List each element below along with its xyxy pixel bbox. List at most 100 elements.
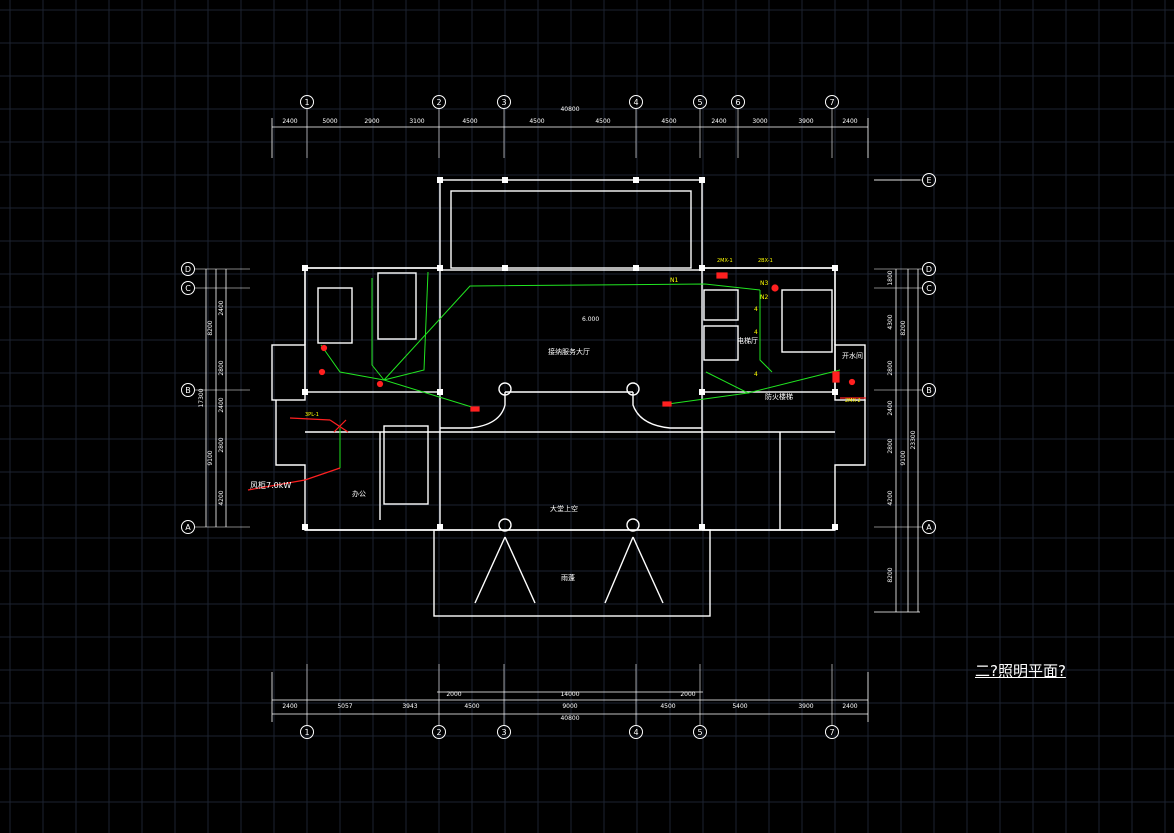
dim-right: 4200 — [887, 490, 894, 505]
dim-bottom-upper: 2000 — [446, 691, 461, 698]
axis-label-top: 1 — [304, 98, 309, 107]
axis-bubble — [731, 95, 745, 109]
column — [437, 389, 443, 395]
dim-top: 3000 — [752, 118, 767, 125]
dim-right-total: 23300 — [910, 430, 917, 449]
column — [437, 177, 443, 183]
dim-bottom-upper: 2000 — [680, 691, 695, 698]
axis-label-right: E — [926, 176, 931, 185]
dim-bottom: 5057 — [337, 703, 352, 710]
dim-right: 2800 — [887, 360, 894, 375]
circuit-tag-n3: N3 — [760, 280, 768, 287]
column — [302, 389, 308, 395]
axis-label-bottom: 5 — [697, 728, 702, 737]
axis-label-top: 4 — [633, 98, 638, 107]
dim-top: 4500 — [595, 118, 610, 125]
room-label-elevator: 电梯厅 — [737, 336, 758, 345]
axis-bubble — [922, 281, 936, 295]
column — [502, 177, 508, 183]
axis-bubble — [497, 95, 511, 109]
axis-label-bottom: 3 — [501, 728, 506, 737]
panel-tag-3pl-1: 3PL-1 — [305, 412, 319, 418]
column — [437, 524, 443, 530]
axis-bubble — [825, 95, 839, 109]
column — [633, 177, 639, 183]
dim-left-mid: 9100 — [207, 450, 214, 465]
column — [633, 265, 639, 271]
dim-bottom: 4500 — [660, 703, 675, 710]
axis-bubble — [181, 281, 195, 295]
plan-title: 二?照明平面? — [975, 662, 1066, 680]
axis-bubble — [825, 725, 839, 739]
dim-right: 2400 — [887, 400, 894, 415]
dim-top: 3100 — [409, 118, 424, 125]
dim-right-mid: 9100 — [900, 450, 907, 465]
dim-right-mid: 8200 — [900, 320, 907, 335]
column — [832, 389, 838, 395]
axis-label-left: B — [185, 386, 191, 395]
column — [302, 265, 308, 271]
room-label-stair: 防火楼梯 — [765, 392, 793, 401]
dim-top: 2400 — [842, 118, 857, 125]
axis-label-left: A — [185, 523, 191, 532]
axis-bubble — [693, 725, 707, 739]
axis-bubble — [181, 262, 195, 276]
axis-label-left: D — [185, 265, 191, 274]
wire-count-2: 4 — [754, 329, 758, 336]
dim-left: 2400 — [218, 300, 225, 315]
load-label: 风柜7.0kW — [250, 480, 291, 490]
dim-bottom: 4500 — [464, 703, 479, 710]
dim-right: 4300 — [887, 314, 894, 329]
column — [437, 265, 443, 271]
room-label-office: 办公 — [352, 489, 366, 498]
axis-bubble — [629, 95, 643, 109]
dim-top: 4500 — [661, 118, 676, 125]
room-label-atrium: 大堂上空 — [550, 504, 578, 513]
dim-top-overall: 40800 — [560, 106, 579, 113]
column — [699, 265, 705, 271]
wire-count-3: 4 — [754, 371, 758, 378]
axis-bubble — [922, 383, 936, 397]
column — [502, 265, 508, 271]
axis-label-top: 3 — [501, 98, 506, 107]
axis-bubble — [922, 173, 936, 187]
column — [832, 524, 838, 530]
axis-bubble — [693, 95, 707, 109]
column — [832, 265, 838, 271]
axis-label-right: C — [926, 284, 932, 293]
dim-left: 2800 — [218, 360, 225, 375]
axis-bubble — [300, 95, 314, 109]
round-column — [626, 518, 640, 532]
building-walls — [271, 179, 866, 617]
structural-columns — [302, 177, 838, 532]
dimension-lines — [205, 118, 920, 722]
room-label-water: 开水间 — [842, 351, 863, 360]
axis-bubble — [432, 725, 446, 739]
electrical-devices — [247, 272, 866, 491]
panel-tag-2bx-1: 2BX-1 — [758, 258, 773, 264]
axis-label-bottom: 1 — [304, 728, 309, 737]
axis-label-bottom: 7 — [829, 728, 834, 737]
axis-label-bottom: 2 — [436, 728, 441, 737]
room-label-canopy: 雨蓬 — [561, 573, 575, 582]
column — [699, 177, 705, 183]
dim-left-mid: 8200 — [207, 320, 214, 335]
elevation-mark: 6.000 — [582, 316, 599, 323]
panel-tag-2mx-2: 2MX-2 — [845, 398, 861, 404]
axis-label-right: D — [926, 265, 932, 274]
panel-tag-2mx-1: 2MX-1 — [717, 258, 733, 264]
dim-top: 2900 — [364, 118, 379, 125]
wire-count-1: 4 — [754, 306, 758, 313]
dim-left: 4200 — [218, 490, 225, 505]
axis-label-top: 2 — [436, 98, 441, 107]
axis-label-right: A — [926, 523, 932, 532]
axis-bubble — [922, 262, 936, 276]
dim-bottom: 3943 — [402, 703, 417, 710]
circuit-tag-n2: N2 — [760, 294, 768, 301]
column — [699, 524, 705, 530]
dim-left: 2800 — [218, 437, 225, 452]
